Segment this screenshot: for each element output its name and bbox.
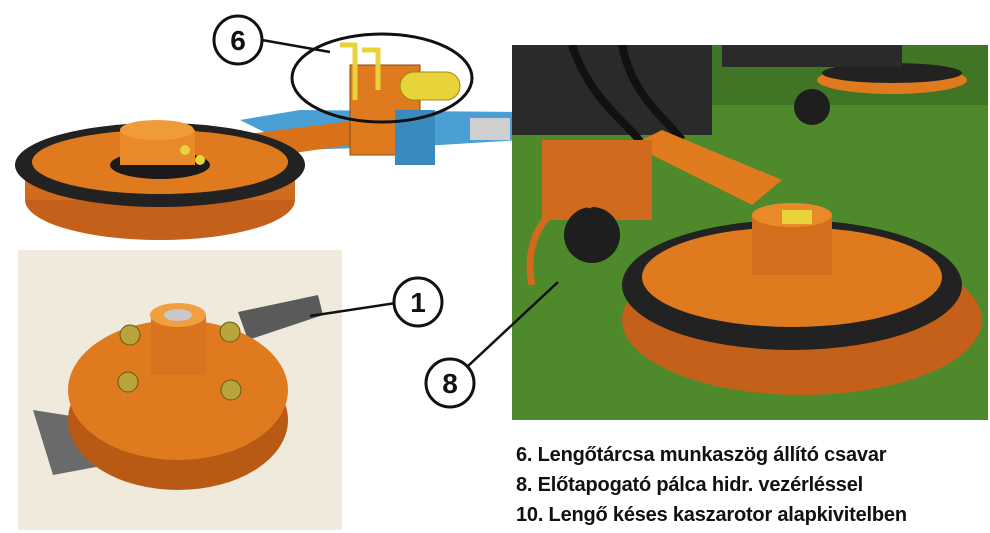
hub-top [120,120,194,140]
field-photo [512,45,988,420]
bg-tyre [822,63,962,83]
tractor-frame [512,45,712,135]
callout-1-circle [392,276,444,328]
callout-1-number: 1 [410,287,426,318]
bg-wheel [794,89,830,125]
photo-disc-top [642,227,942,327]
spring [470,118,510,140]
hose [568,45,646,148]
bg-frame [722,45,902,67]
hose [618,45,686,143]
spline-hole [164,309,192,321]
rotor-assembly-drawing [15,42,520,240]
mower-arm [632,130,782,205]
blade-detail-drawing [33,295,323,490]
bolt [219,321,241,343]
bolt [180,145,190,155]
legend-item-8: 8. Előtapogató pálca hidr. vezérléssel [516,474,863,496]
callout-8-number: 8 [442,368,458,399]
yellow-lever [340,42,358,100]
blade-disc-top [68,320,288,460]
legend: 6. Lengőtárcsa munkaszög állító csavar 8… [516,440,986,530]
bolt [220,379,242,401]
blue-clamp [395,110,435,165]
cad-rotor-assembly-view [0,0,520,250]
feeler-rod [526,200,593,286]
bolt [195,155,205,165]
warning-label [782,210,812,224]
cad-blade-detail-view [18,250,342,530]
blade-right [238,295,323,340]
adjusting-bolt-cylinder [399,71,461,101]
callout-8-circle [424,357,476,409]
legend-item-6: 6. Lengőtárcsa munkaszög állító csavar [516,444,887,466]
field-photo-drawing [512,45,988,420]
gauge-wheel [564,207,620,263]
bolt [117,371,139,393]
legend-item-10: 10. Lengő késes kaszarotor alapkivitelbe… [516,504,907,526]
bolt [119,324,141,346]
